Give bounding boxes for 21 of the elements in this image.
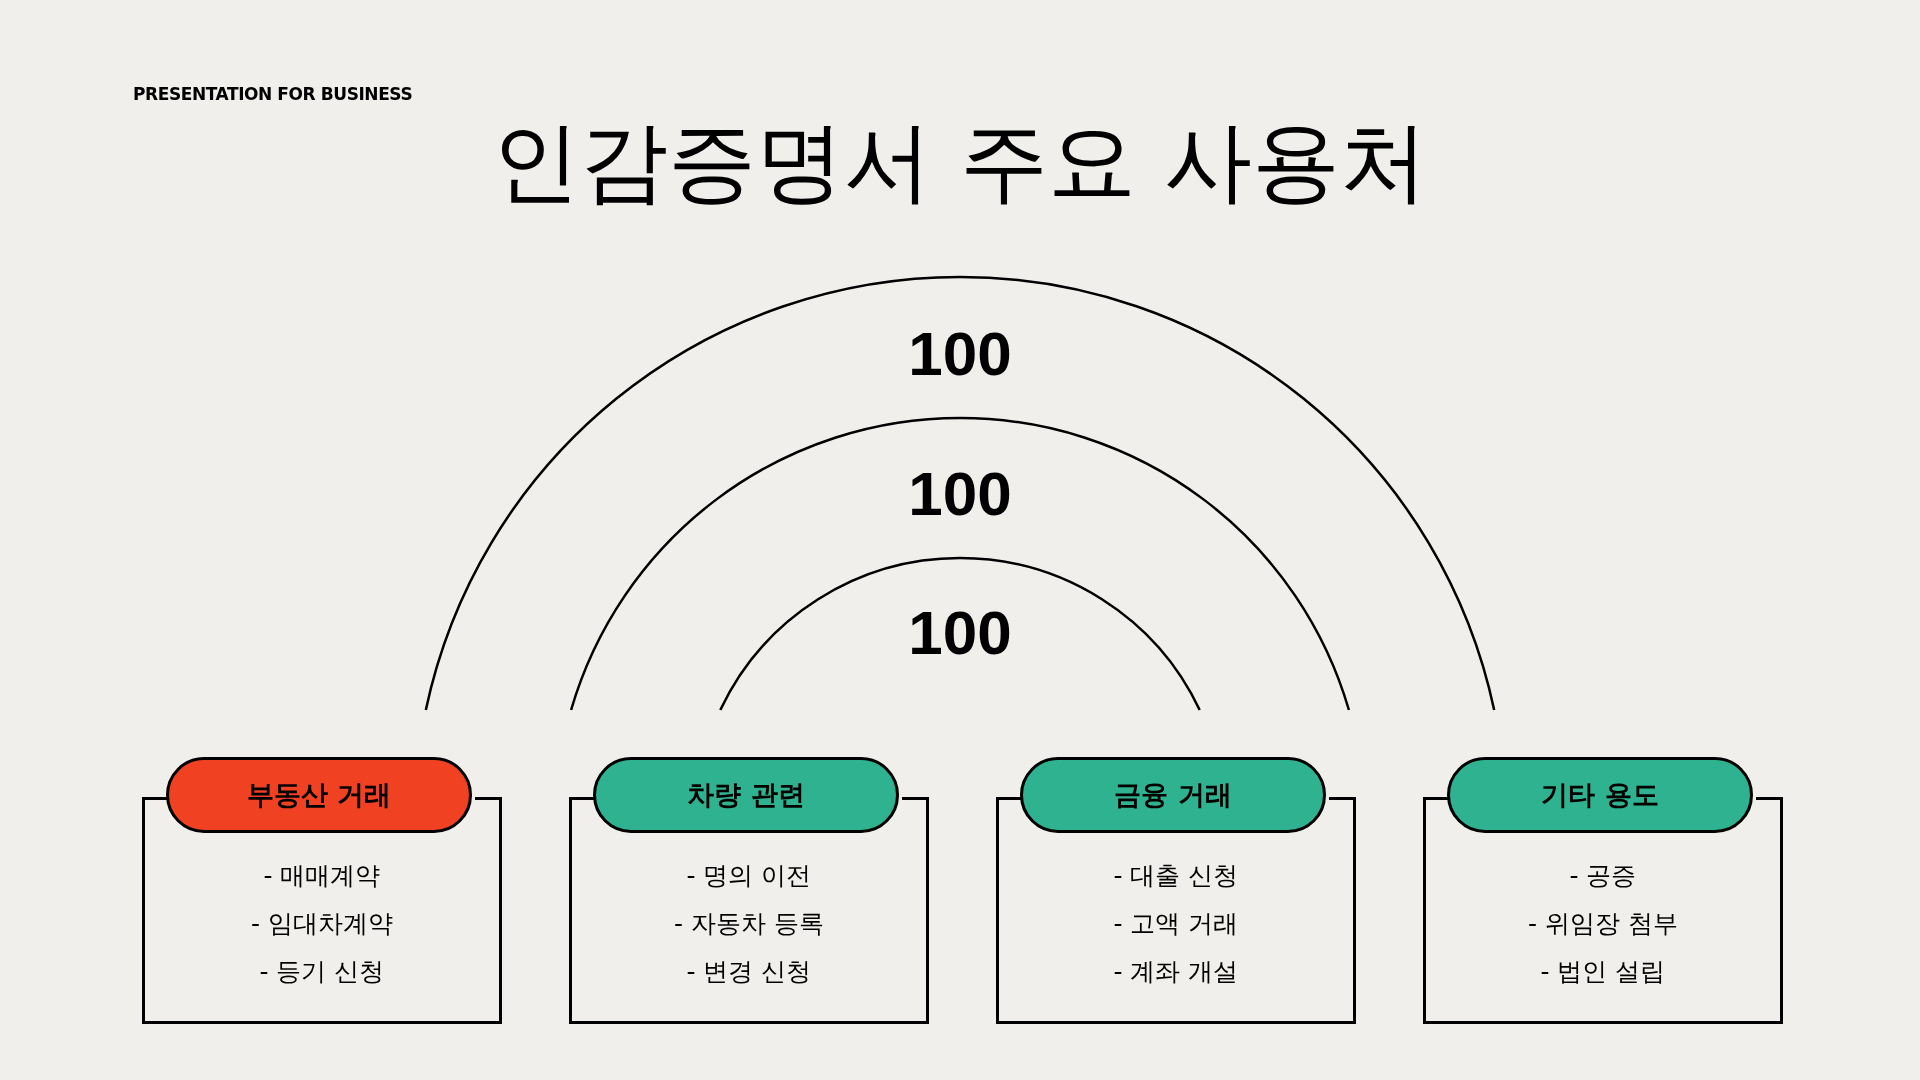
- list-item: - 법인 설립: [1540, 956, 1666, 988]
- arc-value: 100: [907, 323, 1013, 385]
- subtitle-text: PRESENTATION FOR BUSINESS: [133, 83, 413, 106]
- list-item: - 공증: [1569, 860, 1637, 892]
- category-title: 기타 용도: [1447, 757, 1753, 833]
- title: 인감증명서 주요 사용처: [491, 118, 1429, 206]
- list-item: - 등기 신청: [259, 956, 385, 988]
- arc-value: 100: [907, 463, 1013, 525]
- list-item: - 변경 신청: [686, 956, 812, 988]
- list-item: - 고액 거래: [1113, 908, 1239, 940]
- category-title: 부동산 거래: [166, 757, 472, 833]
- list-item: - 매매계약: [263, 860, 381, 892]
- list-item: - 계좌 개설: [1113, 956, 1239, 988]
- list-item: - 임대차계약: [251, 908, 393, 940]
- category-title: 금융 거래: [1020, 757, 1326, 833]
- category-title: 차량 관련: [593, 757, 899, 833]
- list-item: - 위임장 첨부: [1528, 908, 1678, 940]
- list-item: - 자동차 등록: [674, 908, 824, 940]
- list-item: - 명의 이전: [686, 860, 812, 892]
- list-item: - 대출 신청: [1113, 860, 1239, 892]
- arc-value: 100: [907, 602, 1013, 664]
